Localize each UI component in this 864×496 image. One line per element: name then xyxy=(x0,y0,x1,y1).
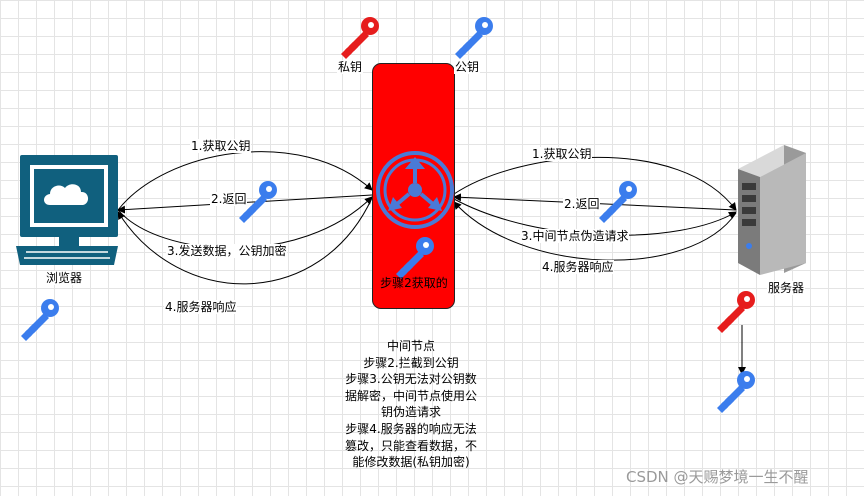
note-line: 步骤2.拦截到公钥 xyxy=(363,355,459,370)
public-key-icon xyxy=(21,299,59,341)
public-key-label: 公钥 xyxy=(454,60,481,74)
edge-label-left-send-data: 3.发送数据，公钥加密 xyxy=(166,244,288,258)
edge-right-4 xyxy=(453,201,737,261)
note-line: 据解密，中间节点使用公 xyxy=(344,388,477,403)
edge-label-right-get-pubkey: 1.获取公钥 xyxy=(531,147,593,161)
private-key-icon xyxy=(341,17,379,59)
edge-label-left-get-pubkey: 1.获取公钥 xyxy=(190,139,252,153)
public-key-icon xyxy=(396,237,434,279)
public-key-icon xyxy=(717,371,755,413)
edge-left-1 xyxy=(117,151,373,211)
public-key-icon xyxy=(599,181,637,223)
browser-label: 浏览器 xyxy=(45,271,84,285)
server-icon xyxy=(738,145,806,275)
hub-icon xyxy=(376,151,454,229)
edge-label-left-return: 2.返回 xyxy=(210,192,248,206)
computer-icon xyxy=(16,155,118,265)
edge-label-left-response: 4.服务器响应 xyxy=(164,300,238,314)
edge-label-right-response: 4.服务器响应 xyxy=(541,260,615,274)
note-line: 篡改，只能查看数据，不 xyxy=(344,438,477,453)
note-line: 能修改数据(私钥加密) xyxy=(352,455,470,470)
middle-node-note: 中间节点 步骤2.拦截到公钥 步骤3.公钥无法对公钥数 据解密，中间节点使用公 … xyxy=(336,338,486,471)
public-key-icon xyxy=(455,17,493,59)
note-line: 步骤3.公钥无法对公钥数 xyxy=(345,372,477,387)
edge-left-4 xyxy=(117,197,373,285)
private-key-label: 私钥 xyxy=(337,60,364,74)
private-key-icon xyxy=(717,291,755,333)
middle-node-caption: 步骤2获取的 xyxy=(380,276,448,290)
note-line: 中间节点 xyxy=(386,339,435,353)
edge-label-right-return: 2.返回 xyxy=(563,197,601,211)
server-label: 服务器 xyxy=(767,281,806,295)
edge-label-right-forge: 3.中间节点伪造请求 xyxy=(520,229,630,243)
public-key-icon xyxy=(239,181,277,223)
edge-right-1 xyxy=(453,156,737,211)
watermark: CSDN @天赐梦境一生不醒 xyxy=(626,468,809,486)
note-line: 钥伪造请求 xyxy=(380,405,441,420)
note-line: 步骤4.服务器的响应无法 xyxy=(345,421,477,436)
